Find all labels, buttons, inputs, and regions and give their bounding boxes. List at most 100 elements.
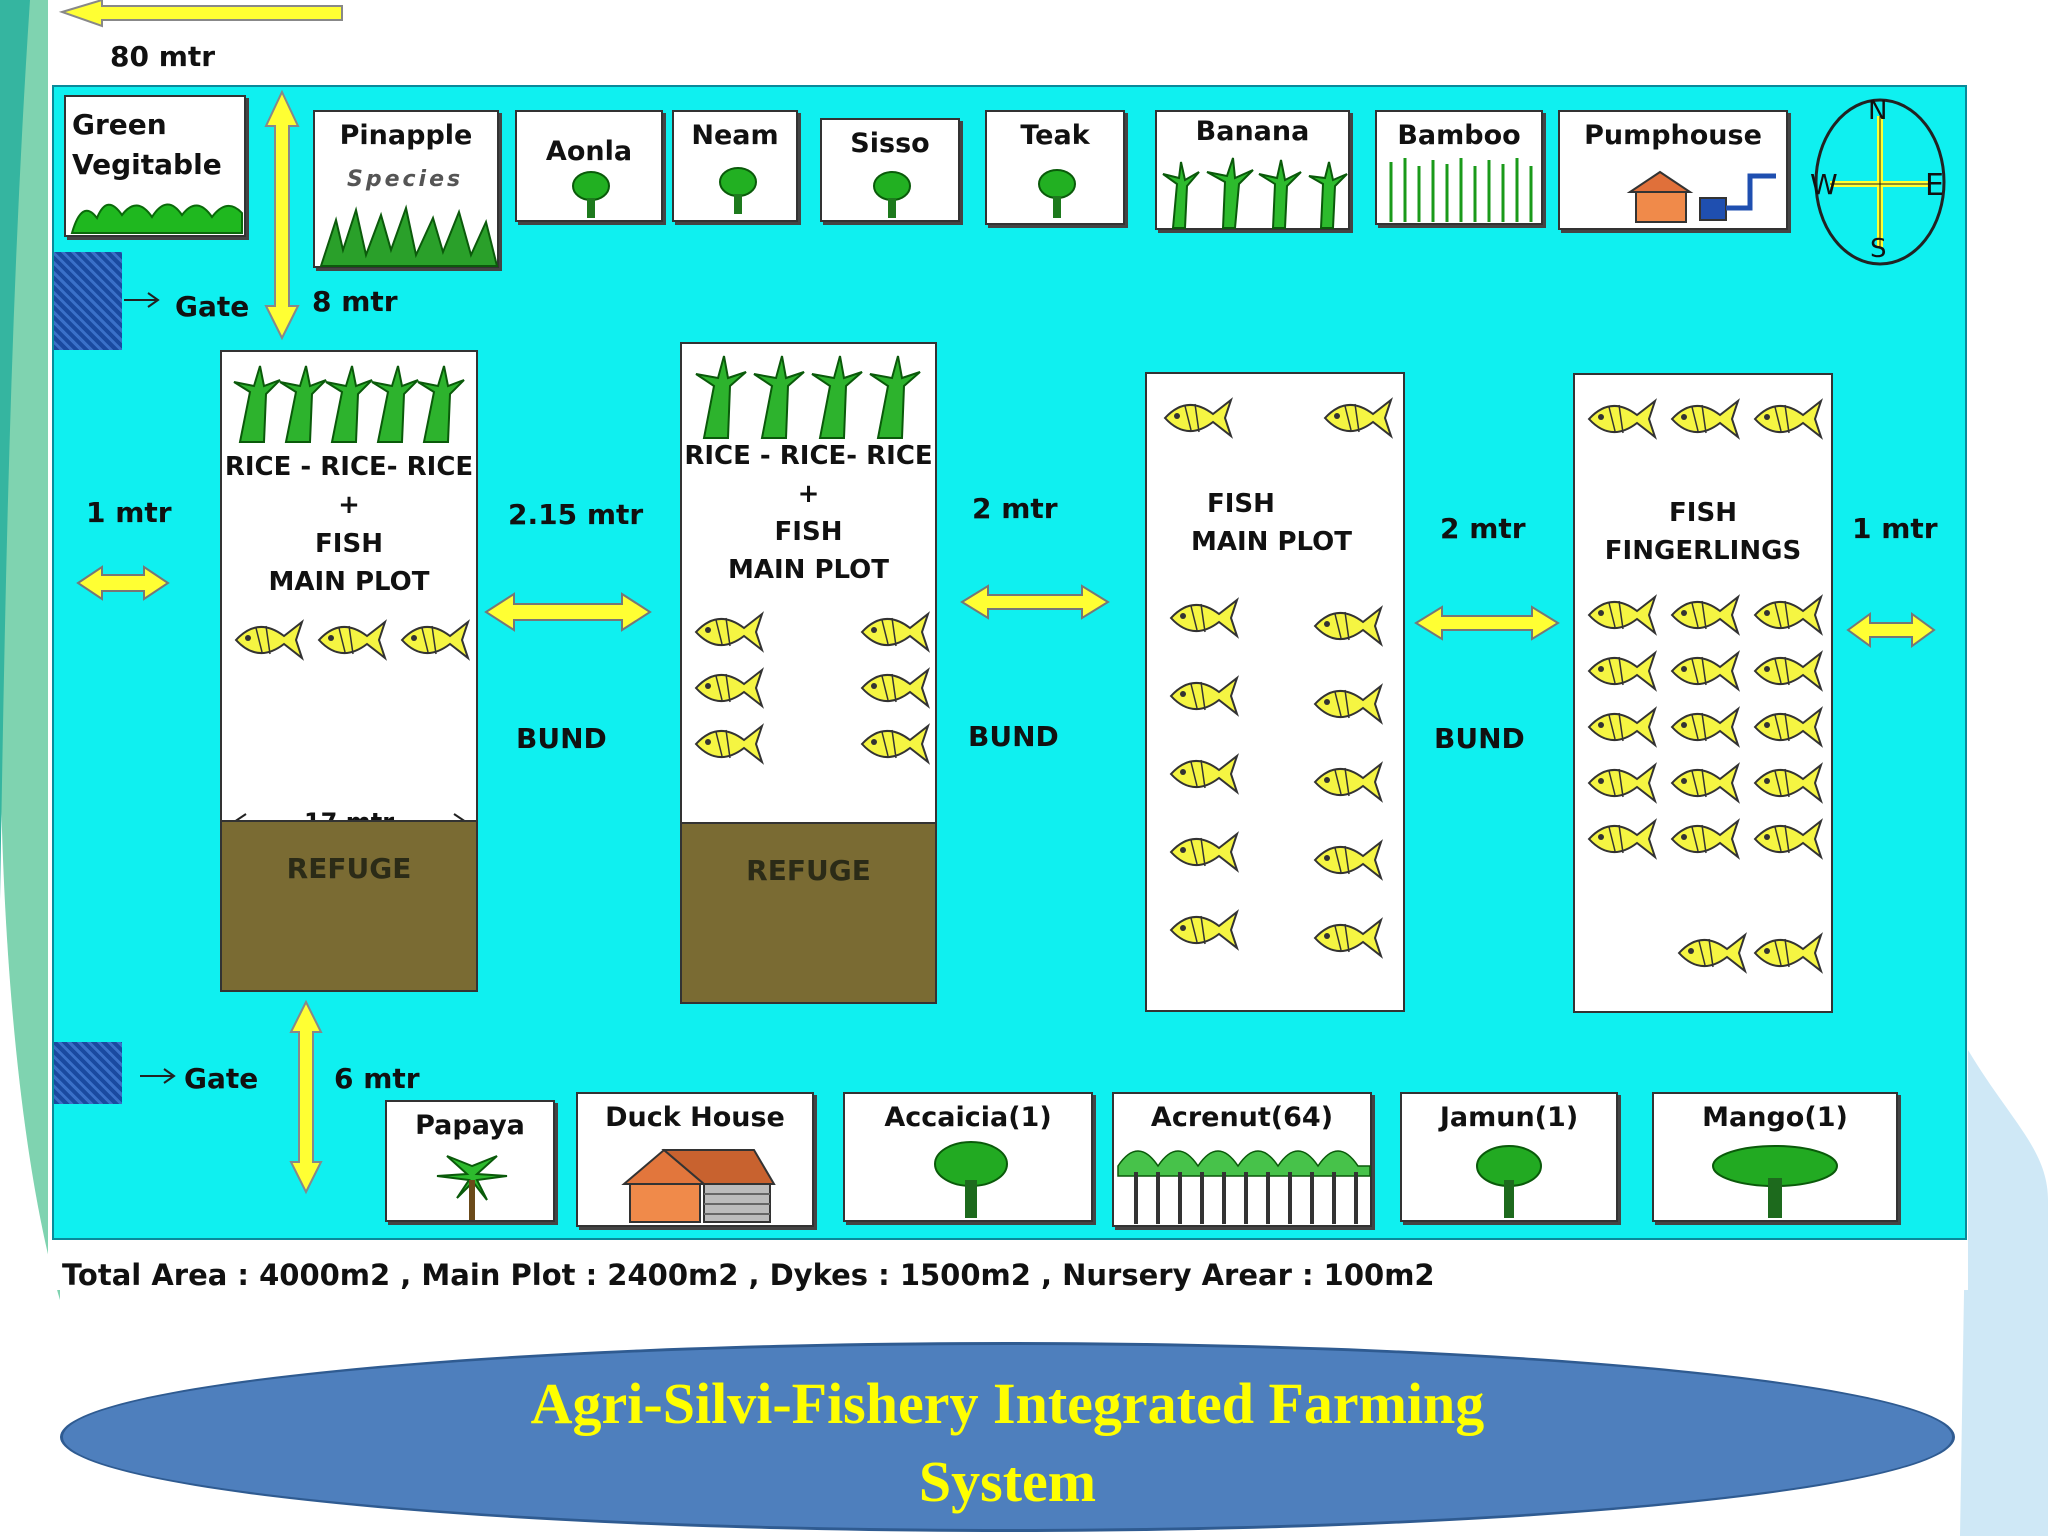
plot1-line1: RICE - RICE- RICE: [224, 452, 474, 482]
arecanut-palms-icon: [1117, 1150, 1371, 1224]
teak-label: Teak: [1020, 120, 1090, 151]
fish-icon: [1313, 605, 1383, 647]
bund-3-label: BUND: [1434, 722, 1525, 755]
box-banana: Banana: [1155, 110, 1350, 230]
fish-group-icon: [1587, 594, 1823, 860]
fish-icon: [694, 611, 764, 653]
refuge-1: REFUGE: [222, 820, 476, 990]
fish-icon: [1323, 397, 1393, 439]
papaya-tree-icon: [436, 1155, 508, 1220]
gate-top-arrow: [124, 292, 160, 308]
gap-1-label: 1 mtr: [86, 496, 172, 529]
refuge-2: REFUGE: [682, 822, 935, 1002]
gap-2-label: 2.15 mtr: [508, 498, 644, 531]
fish-icon: [1313, 917, 1383, 959]
fish-icon: [1753, 932, 1823, 974]
arrow-6m: [289, 999, 323, 1195]
fish-icon: [1587, 818, 1657, 860]
compass-e: E: [1925, 168, 1944, 203]
fish-icon: [1313, 683, 1383, 725]
arrow-gap-4: [1414, 605, 1560, 641]
pumphouse-icon: [1626, 170, 1776, 223]
fish-group-icon: [694, 611, 930, 765]
fish-icon: [1753, 706, 1823, 748]
fish-icon: [1313, 761, 1383, 803]
box-mango: Mango(1): [1652, 1092, 1898, 1222]
jamun-label: Jamun(1): [1439, 1102, 1579, 1133]
fish-icon: [317, 619, 387, 661]
box-pumphouse: Pumphouse: [1558, 110, 1788, 230]
page-title: Agri-Silvi-Fishery Integrated Farming Sy…: [63, 1365, 1952, 1521]
gap-3-label: 2 mtr: [972, 492, 1058, 525]
box-aonla: Aonla: [515, 110, 663, 222]
rice-plants-icon: [695, 355, 921, 439]
gate-top-icon: [54, 252, 122, 350]
fish-icon: [1163, 397, 1233, 439]
gate-bottom-arrow: [140, 1068, 176, 1084]
tree-icon: [572, 171, 610, 218]
acrenut-label: Acrenut(64): [1150, 1102, 1334, 1133]
banana-label: Banana: [1195, 116, 1310, 147]
bund-1-label: BUND: [516, 722, 607, 755]
compass-icon: [1814, 98, 1946, 266]
pinapple-label: Pinapple: [339, 120, 473, 151]
fish-icon: [1169, 753, 1239, 795]
plot3-line1: FISH: [1207, 489, 1275, 519]
box-duck-house: Duck House: [576, 1092, 814, 1227]
fish-icon: [1587, 762, 1657, 804]
green-vegitable-label: Green Vegitable: [72, 108, 222, 181]
compass-n: N: [1868, 96, 1888, 126]
mango-tree-icon: [1712, 1145, 1838, 1218]
fish-icon: [1587, 398, 1657, 440]
arrow-gap-2: [484, 592, 652, 632]
rice-plants-icon: [233, 365, 465, 443]
fish-icon: [1169, 597, 1239, 639]
dimension-8-label: 8 mtr: [312, 285, 398, 318]
fish-icon: [1670, 706, 1740, 748]
fish-icon: [1587, 650, 1657, 692]
sisso-label: Sisso: [850, 128, 930, 159]
box-sisso: Sisso: [820, 118, 960, 222]
gap-4-label: 2 mtr: [1440, 512, 1526, 545]
fish-icon: [1169, 909, 1239, 951]
duck-house-icon: [621, 1148, 776, 1223]
fish-icon: [1670, 762, 1740, 804]
pinapple-species-label: Species: [347, 167, 464, 192]
title-line-2: System: [918, 1449, 1097, 1514]
bamboo-label: Bamboo: [1397, 120, 1521, 151]
arrow-gap-1: [76, 565, 170, 601]
refuge-2-label: REFUGE: [746, 854, 871, 887]
fish-icon: [1587, 594, 1657, 636]
accaicia-label: Accaicia(1): [884, 1102, 1052, 1133]
vegetable-icon: [70, 203, 243, 234]
pineapple-icon: [319, 204, 499, 267]
fish-group-icon: [234, 619, 470, 661]
plot4-line2: FINGERLINGS: [1604, 536, 1802, 566]
plot1-line3: MAIN PLOT: [268, 567, 430, 597]
box-pinapple: Pinapple Species: [313, 110, 499, 268]
fish-icon: [1677, 932, 1747, 974]
gate-bottom-icon: [54, 1042, 122, 1104]
fish-icon: [1169, 831, 1239, 873]
tree-icon: [873, 171, 911, 218]
aonla-label: Aonla: [545, 136, 633, 167]
fish-icon: [1753, 594, 1823, 636]
box-jamun: Jamun(1): [1400, 1092, 1618, 1222]
banana-plant-icon: [1162, 157, 1348, 229]
title-oval: Agri-Silvi-Fishery Integrated Farming Sy…: [60, 1342, 1955, 1532]
title-line-1: Agri-Silvi-Fishery Integrated Farming: [530, 1371, 1485, 1436]
fish-icon: [1670, 650, 1740, 692]
fish-icon: [860, 667, 930, 709]
fish-group-icon: [1169, 597, 1383, 959]
arrow-gap-5: [1846, 612, 1936, 648]
fish-icon: [1313, 839, 1383, 881]
gate-top-label: Gate: [175, 290, 250, 323]
plot1-line2: FISH: [315, 529, 383, 559]
tree-icon: [1476, 1145, 1542, 1218]
tree-icon: [1038, 169, 1076, 218]
fish-group-icon: [1677, 932, 1823, 974]
tree-icon: [934, 1141, 1008, 1218]
plot-fish-main: FISH MAIN PLOT: [1145, 372, 1405, 1012]
plot1-plus: +: [338, 490, 360, 520]
plot-fish-fingerlings: FISH FINGERLINGS: [1573, 373, 1833, 1013]
